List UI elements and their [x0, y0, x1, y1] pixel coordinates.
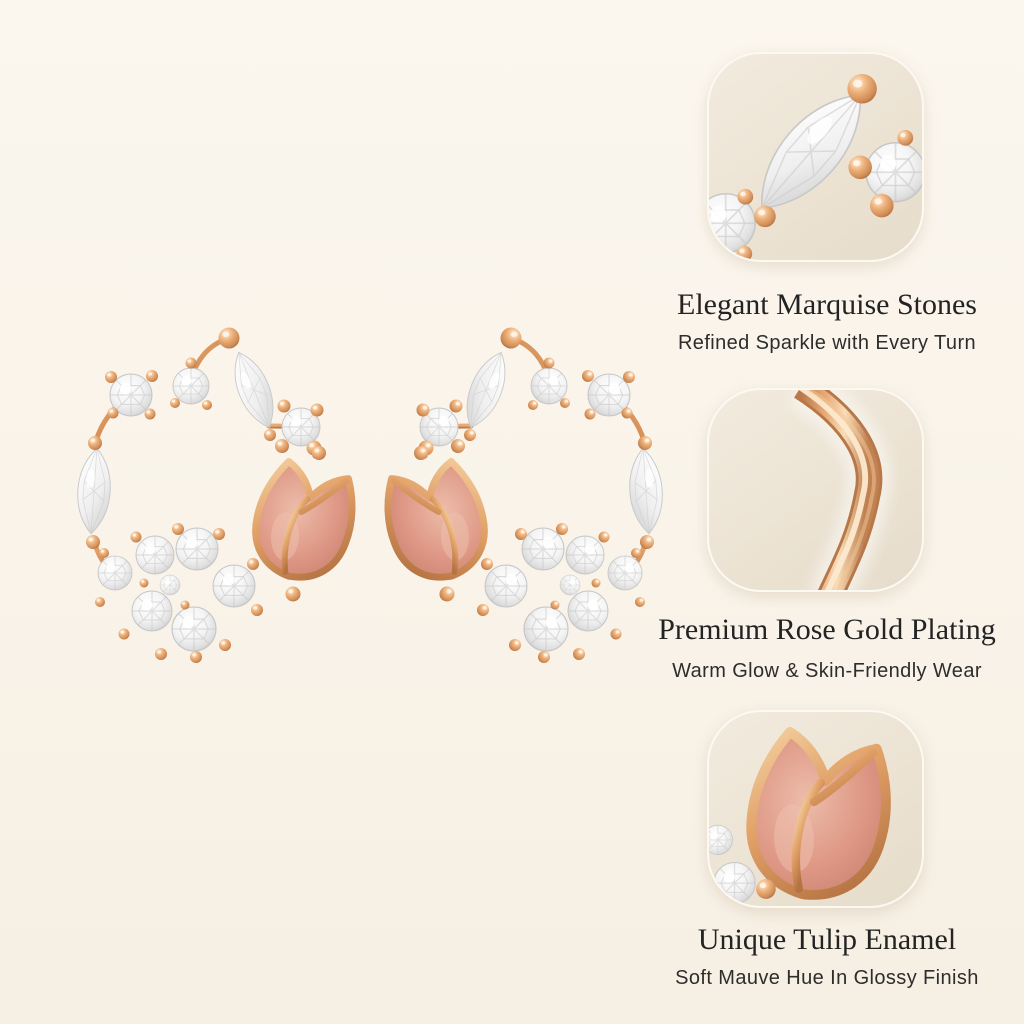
- feature-card-tulip-enamel: [707, 710, 924, 908]
- feature-subtitle: Soft Mauve Hue In Glossy Finish: [675, 967, 979, 989]
- feature-title: Premium Rose Gold Plating: [658, 613, 996, 646]
- feature-card-marquise-stones: [707, 52, 924, 262]
- feature-subtitle: Warm Glow & Skin-Friendly Wear: [672, 660, 982, 682]
- left-earring: [57, 323, 357, 668]
- feature-title: Unique Tulip Enamel: [697, 923, 957, 956]
- marquise-stone-closeup: [709, 74, 922, 260]
- rose-gold-band-closeup: [789, 390, 891, 590]
- feature-card-rose-gold-plating: [707, 388, 924, 592]
- tulip-enamel-closeup: [709, 712, 922, 906]
- feature-subtitle: Refined Sparkle with Every Turn: [677, 332, 977, 354]
- feature-title: Elegant Marquise Stones: [677, 288, 977, 321]
